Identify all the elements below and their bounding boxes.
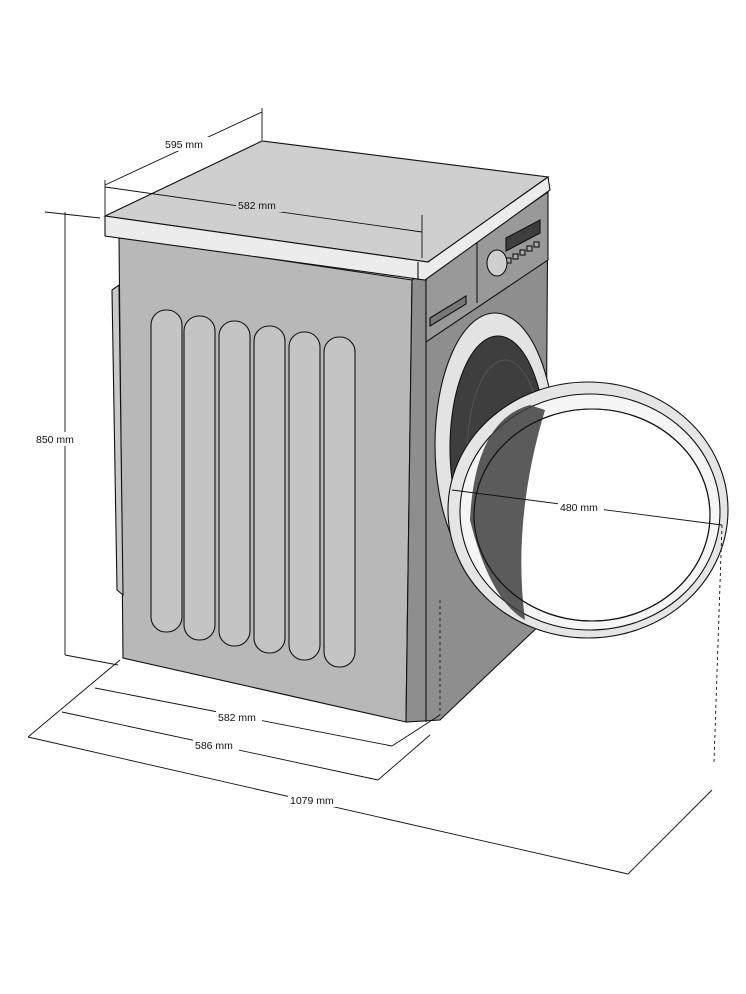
label-depth-top: 595 mm bbox=[165, 139, 203, 151]
detergent-drawer bbox=[429, 295, 467, 327]
label-depth-bottom: 586 mm bbox=[195, 740, 233, 752]
side-slots bbox=[150, 309, 356, 668]
side-back-edge bbox=[111, 283, 124, 597]
slot bbox=[323, 336, 356, 668]
display bbox=[505, 219, 541, 252]
label-depth-door-open: 1079 mm bbox=[290, 795, 334, 807]
slot bbox=[183, 315, 216, 641]
slot bbox=[253, 325, 286, 654]
label-width-top: 582 mm bbox=[238, 200, 276, 212]
buttons bbox=[505, 241, 540, 264]
label-width-bottom: 582 mm bbox=[218, 712, 256, 724]
slot bbox=[288, 331, 321, 661]
label-height: 850 mm bbox=[36, 434, 74, 446]
slot bbox=[218, 320, 251, 647]
top-rim bbox=[104, 176, 551, 281]
slot bbox=[150, 309, 183, 633]
program-knob bbox=[486, 249, 508, 277]
label-door-diameter: 480 mm bbox=[560, 502, 598, 514]
